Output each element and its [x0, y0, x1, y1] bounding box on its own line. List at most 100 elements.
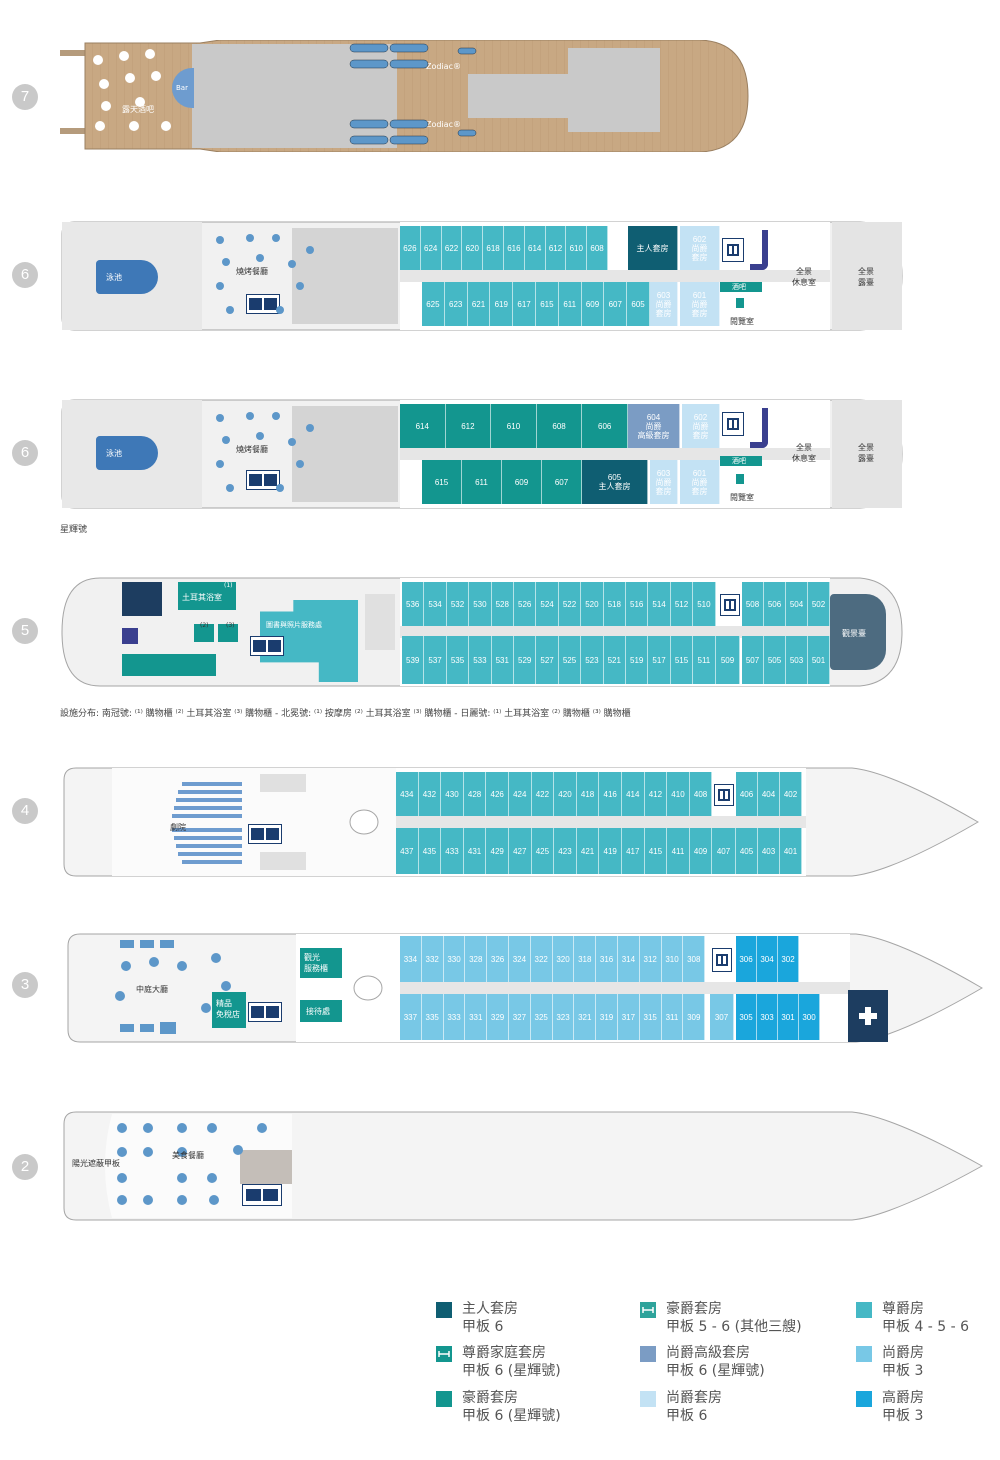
- cabin-609[interactable]: 609: [502, 460, 542, 504]
- cabin-608[interactable]: 608: [536, 404, 583, 448]
- cabin-324[interactable]: 324: [509, 936, 531, 982]
- cabin-612[interactable]: 612: [445, 404, 492, 448]
- cabin-504[interactable]: 504: [786, 582, 808, 626]
- cabin-404[interactable]: 404: [758, 772, 780, 816]
- cabin-602[interactable]: 602 尚爵 套房: [680, 226, 720, 270]
- cabin-330[interactable]: 330: [443, 936, 466, 982]
- cabin-518[interactable]: 518: [603, 582, 626, 626]
- cabin-332[interactable]: 332: [421, 936, 444, 982]
- cabin-433[interactable]: 433: [441, 828, 464, 874]
- cabin-506[interactable]: 506: [764, 582, 786, 626]
- cabin-614[interactable]: 614: [524, 226, 546, 270]
- cabin-607[interactable]: 607: [604, 282, 628, 326]
- cabin-422[interactable]: 422: [531, 772, 555, 816]
- cabin-302[interactable]: 302: [778, 936, 799, 982]
- cabin-602[interactable]: 602 尚爵 套房: [682, 404, 720, 448]
- cabin-614[interactable]: 614: [400, 404, 446, 448]
- cabin-623[interactable]: 623: [444, 282, 468, 326]
- cabin-304[interactable]: 304: [757, 936, 778, 982]
- cabin-509[interactable]: 509: [716, 636, 740, 684]
- cabin-326[interactable]: 326: [487, 936, 509, 982]
- cabin-owner-suite[interactable]: 主人套房: [628, 226, 678, 270]
- deck-2-plan[interactable]: 陽光遮蔽甲板 美食餐廳: [62, 1110, 986, 1222]
- cabin-618[interactable]: 618: [483, 226, 504, 270]
- cabin-534[interactable]: 534: [424, 582, 447, 626]
- cabin-525[interactable]: 525: [558, 636, 582, 684]
- cabin-430[interactable]: 430: [441, 772, 464, 816]
- cabin-435[interactable]: 435: [418, 828, 442, 874]
- cabin-603[interactable]: 603 尚爵 套房: [650, 282, 678, 326]
- cabin-426[interactable]: 426: [486, 772, 509, 816]
- cabin-306[interactable]: 306: [736, 936, 757, 982]
- cabin-516[interactable]: 516: [626, 582, 649, 626]
- cabin-524[interactable]: 524: [536, 582, 559, 626]
- cabin-424[interactable]: 424: [509, 772, 532, 816]
- cabin-428[interactable]: 428: [463, 772, 487, 816]
- cabin-307[interactable]: 307: [710, 994, 734, 1040]
- cabin-322[interactable]: 322: [530, 936, 553, 982]
- cabin-529[interactable]: 529: [514, 636, 537, 684]
- cabin-622[interactable]: 622: [441, 226, 463, 270]
- cabin-329[interactable]: 329: [487, 994, 509, 1040]
- cabin-308[interactable]: 308: [683, 936, 706, 982]
- cabin-601[interactable]: 601 尚爵 套房: [680, 282, 720, 326]
- cabin-526[interactable]: 526: [514, 582, 537, 626]
- cabin-531[interactable]: 531: [491, 636, 514, 684]
- cabin-511[interactable]: 511: [693, 636, 716, 684]
- cabin-621[interactable]: 621: [467, 282, 491, 326]
- cabin-626[interactable]: 626: [400, 226, 421, 270]
- cabin-419[interactable]: 419: [599, 828, 622, 874]
- cabin-300[interactable]: 300: [799, 994, 820, 1040]
- cabin-328[interactable]: 328: [465, 936, 488, 982]
- cabin-402[interactable]: 402: [780, 772, 802, 816]
- cabin-507[interactable]: 507: [742, 636, 764, 684]
- cabin-415[interactable]: 415: [644, 828, 668, 874]
- cabin-409[interactable]: 409: [689, 828, 713, 874]
- cabin-420[interactable]: 420: [554, 772, 577, 816]
- cabin-315[interactable]: 315: [639, 994, 662, 1040]
- cabin-530[interactable]: 530: [469, 582, 492, 626]
- cabin-309[interactable]: 309: [683, 994, 706, 1040]
- cabin-318[interactable]: 318: [574, 936, 597, 982]
- cabin-434[interactable]: 434: [396, 772, 419, 816]
- cabin-606[interactable]: 606: [582, 404, 628, 448]
- cabin-327[interactable]: 327: [509, 994, 531, 1040]
- cabin-423[interactable]: 423: [554, 828, 577, 874]
- cabin-611[interactable]: 611: [462, 460, 502, 504]
- cabin-619[interactable]: 619: [490, 282, 514, 326]
- cabin-421[interactable]: 421: [576, 828, 600, 874]
- cabin-535[interactable]: 535: [446, 636, 470, 684]
- cabin-607[interactable]: 607: [542, 460, 582, 504]
- cabin-335[interactable]: 335: [421, 994, 444, 1040]
- cabin-331[interactable]: 331: [465, 994, 488, 1040]
- cabin-605[interactable]: 605: [627, 282, 650, 326]
- deck-7-plan[interactable]: Bar 露天酒吧 Zodiac® Zodiac®: [60, 40, 750, 152]
- cabin-333[interactable]: 333: [443, 994, 466, 1040]
- cabin-605[interactable]: 605 主人套房: [582, 460, 648, 504]
- cabin-624[interactable]: 624: [420, 226, 442, 270]
- cabin-620[interactable]: 620: [462, 226, 484, 270]
- cabin-303[interactable]: 303: [757, 994, 778, 1040]
- cabin-405[interactable]: 405: [736, 828, 758, 874]
- cabin-508[interactable]: 508: [742, 582, 764, 626]
- cabin-601[interactable]: 601 尚爵 套房: [680, 460, 720, 504]
- cabin-617[interactable]: 617: [513, 282, 536, 326]
- cabin-414[interactable]: 414: [622, 772, 645, 816]
- cabin-609[interactable]: 609: [581, 282, 605, 326]
- cabin-536[interactable]: 536: [402, 582, 425, 626]
- cabin-429[interactable]: 429: [486, 828, 509, 874]
- cabin-425[interactable]: 425: [531, 828, 555, 874]
- cabin-533[interactable]: 533: [469, 636, 492, 684]
- cabin-334[interactable]: 334: [400, 936, 422, 982]
- cabin-616[interactable]: 616: [504, 226, 525, 270]
- cabin-323[interactable]: 323: [552, 994, 575, 1040]
- cabin-320[interactable]: 320: [552, 936, 575, 982]
- cabin-401[interactable]: 401: [780, 828, 802, 874]
- cabin-527[interactable]: 527: [536, 636, 559, 684]
- cabin-611[interactable]: 611: [558, 282, 582, 326]
- cabin-510[interactable]: 510: [693, 582, 716, 626]
- cabin-412[interactable]: 412: [644, 772, 668, 816]
